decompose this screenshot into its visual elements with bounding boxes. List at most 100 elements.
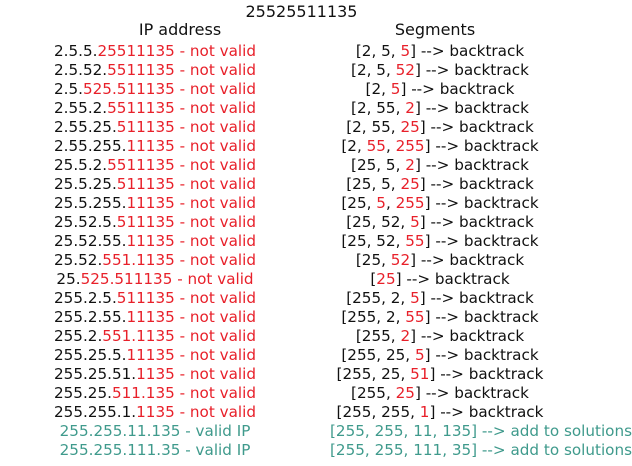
ip-address-text: 25.52.5.511135 - not valid [0, 213, 310, 232]
ip-address-text: 255.25.51.1135 - not valid [0, 365, 310, 384]
segment-part-text: ] --> backtrack [429, 403, 544, 421]
ip-address-text: 2.55.255.11135 - not valid [0, 137, 310, 156]
list-item: 25.5.255.11135 - not valid [25, 5, 255] -… [0, 194, 603, 213]
ip-segment-text: 1135 - not valid [136, 365, 256, 383]
list-item: 2.55.255.11135 - not valid[2, 55, 255] -… [0, 137, 603, 156]
segment-part-text: ] --> backtrack [414, 156, 529, 174]
ip-address-text: 2.5.52.5511135 - not valid [0, 61, 310, 80]
ip-segment-text: 551 [102, 251, 132, 269]
segment-part-text: [2, [341, 137, 367, 155]
segment-part-text: 5 [410, 213, 420, 231]
list-item: 2.5.5.25511135 - not valid [2, 5, 5] --> … [0, 42, 603, 61]
segment-part-text: ] --> backtrack [410, 42, 525, 60]
segments-text: [255, 25] --> backtrack [330, 384, 550, 403]
ip-segment-text: 511135 - not valid [116, 118, 256, 136]
ip-segment-text: 11135 - not valid [126, 137, 256, 155]
ip-address-text: 2.55.25.511135 - not valid [0, 118, 310, 137]
segment-part-text: ] --> backtrack [400, 80, 515, 98]
ip-address-text: 25.5.25.511135 - not valid [0, 175, 310, 194]
segment-part-text: [25, 5, [346, 175, 401, 193]
segment-part-text: 2 [405, 99, 415, 117]
segment-part-text: [255, 255, [336, 403, 420, 421]
ip-address-text: 2.5.525.511135 - not valid [0, 80, 310, 99]
segments-text: [25, 5, 255] --> backtrack [330, 194, 550, 213]
segment-part-text: ] --> backtrack [424, 346, 539, 364]
ip-segment-text: 255.255.11.135 - valid IP [59, 422, 251, 440]
list-item: 255.25.5.11135 - not valid[255, 25, 5] -… [0, 346, 603, 365]
segments-header: Segments [394, 20, 476, 39]
ip-segment-text: 255.255.1. [54, 403, 137, 421]
ip-segment-text: 2.5. [54, 80, 83, 98]
segment-part-text: [2, 5, [355, 42, 401, 60]
segment-part-text: [2, 55, [346, 118, 401, 136]
list-item: 25.52.551.1135 - not valid[25, 52] --> b… [0, 251, 603, 270]
list-item: 255.2.551.1135 - not valid[255, 2] --> b… [0, 327, 603, 346]
ip-segment-text: 255.25.5. [54, 346, 127, 364]
ip-segment-text: 551 [102, 327, 132, 345]
ip-segment-text: 25.52.5. [54, 213, 117, 231]
ip-segment-text: 25.5.25. [54, 175, 117, 193]
segment-part-text: 2 [400, 327, 411, 345]
list-item: 255.255.11.135 - valid IP [255, 255, 11, … [0, 422, 632, 441]
list-item: 2.5.525.511135 - not valid [2, 5] --> bac… [0, 80, 603, 99]
segment-part-text: [25, [341, 194, 377, 212]
segments-text: [25, 5, 25] --> backtrack [330, 175, 550, 194]
ip-segment-text: .1135 - not valid [131, 251, 256, 269]
ip-segment-text: 511135 - not valid [116, 175, 256, 193]
ip-address-text: 255.255.11.135 - valid IP [0, 422, 310, 441]
segment-part-text: 5 [400, 42, 411, 60]
ip-segment-text: 25. [56, 270, 81, 288]
ip-segment-text: .511135 - not valid [111, 80, 256, 98]
ip-segment-text: 25.52.55. [54, 232, 127, 250]
segments-text: [25, 52] --> backtrack [330, 251, 550, 270]
ip-address-text: 25.5.255.11135 - not valid [0, 194, 310, 213]
segment-part-text: ] --> backtrack [414, 61, 529, 79]
segment-part-text: ] --> backtrack [410, 251, 525, 269]
ip-segment-text: 2.5.5. [54, 42, 98, 60]
ip-address-text: 255.25.511.135 - not valid [0, 384, 310, 403]
segment-part-text: [2, 55, [351, 99, 406, 117]
segment-part-text: [255, 2, [346, 289, 411, 307]
segments-text: [255, 25, 5] --> backtrack [330, 346, 550, 365]
segments-text: [2, 5] --> backtrack [330, 80, 550, 99]
ip-segment-text: 525 [82, 80, 112, 98]
segment-part-text: 255 [395, 194, 425, 212]
segments-text: [255, 2, 55] --> backtrack [330, 308, 550, 327]
segment-part-text: 2 [405, 156, 415, 174]
ip-segment-text: 25511135 - not valid [97, 42, 256, 60]
list-item: 255.2.5.511135 - not valid[255, 2, 5] --… [0, 289, 603, 308]
list-item: 255.255.1.1135 - not valid[255, 255, 1] … [0, 403, 603, 422]
segment-part-text: ] --> backtrack [424, 308, 539, 326]
segment-part-text: [255, [351, 384, 396, 402]
segment-part-text: [255, 25, [336, 365, 411, 383]
ip-segment-text: 511 [111, 384, 141, 402]
list-item: 2.55.2.5511135 - not valid[2, 55, 2] -->… [0, 99, 603, 118]
segment-part-text: [25, [355, 251, 391, 269]
list-item: 25.525.511135 - not valid[25] --> backtr… [0, 270, 603, 289]
list-item: 2.55.25.511135 - not valid[2, 55, 25] --… [0, 118, 603, 137]
ip-segment-text: 11135 - not valid [126, 308, 256, 326]
ip-segment-text: 11135 - not valid [126, 194, 256, 212]
segment-part-text: [ [370, 270, 377, 288]
segment-part-text: , [385, 137, 396, 155]
list-item: 25.52.5.511135 - not valid[25, 52, 5] --… [0, 213, 603, 232]
segment-part-text: 55 [405, 232, 425, 250]
segment-part-text: [2, [365, 80, 391, 98]
segment-part-text: [255, [355, 327, 401, 345]
ip-address-text: 25.5.2.5511135 - not valid [0, 156, 310, 175]
list-item: 255.25.51.1135 - not valid [255, 25, 51] … [0, 365, 603, 384]
ip-segment-text: .511135 - not valid [109, 270, 254, 288]
list-item: 25.5.2.5511135 - not valid[25, 5, 2] -->… [0, 156, 603, 175]
segment-part-text: 5 [414, 346, 425, 364]
segment-part-text: [255, 255, 11, 135] --> add to solutions [330, 422, 632, 440]
segments-text: [255, 25, 51] --> backtrack [330, 365, 550, 384]
ip-address-text: 255.2.551.1135 - not valid [0, 327, 310, 346]
ip-address-text: 255.255.1.1135 - not valid [0, 403, 310, 422]
ip-address-text: 255.255.111.35 - valid IP [0, 441, 310, 460]
segment-part-text: [2, 5, [351, 61, 396, 79]
segment-part-text: [25, 52, [341, 232, 406, 250]
diagram-title: 25525511135 [245, 2, 358, 21]
segment-part-text: 5 [390, 80, 401, 98]
segment-part-text: ] --> backtrack [414, 99, 529, 117]
segment-part-text: ] --> backtrack [419, 213, 534, 231]
